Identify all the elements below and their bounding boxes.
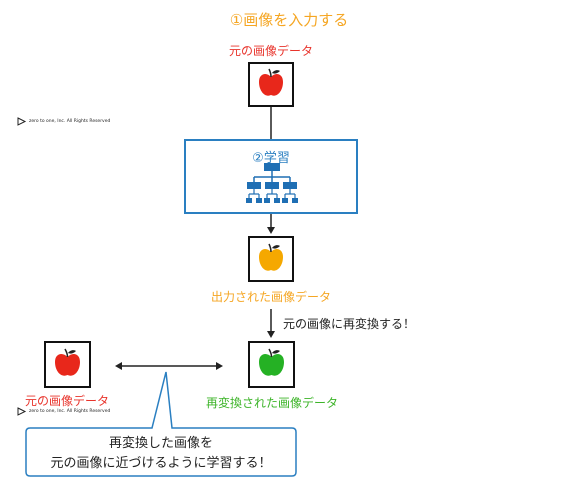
output-image-label: 出力された画像データ: [210, 290, 331, 304]
play-logo-icon: [17, 116, 27, 126]
red-apple-icon: [259, 68, 283, 96]
step1-title: ①画像を入力する: [229, 11, 349, 29]
original-image-frame-top: [248, 62, 294, 107]
original-image-label-top: 元の画像データ: [228, 44, 313, 58]
green-apple-icon: [259, 348, 284, 376]
reconverted-image-frame: [248, 341, 295, 388]
original-image-frame-bottom: [44, 341, 91, 388]
play-logo-icon-bottom: [17, 406, 27, 416]
callout-line-1: 再変換した画像を: [108, 436, 213, 451]
copyright-mark-top: zero to one, Inc. All Rights Reserved: [17, 116, 110, 126]
neural-network-icon: [246, 163, 298, 203]
step2-title: ②学習: [252, 151, 290, 166]
output-image-frame: [248, 236, 294, 282]
red-apple-icon-bottom: [55, 348, 80, 376]
orange-apple-icon: [259, 243, 283, 271]
reconverted-image-label: 再変換された画像データ: [205, 396, 338, 410]
learning-box: ②学習: [184, 139, 358, 214]
copyright-mark-bottom: zero to one, Inc. All Rights Reserved: [17, 406, 110, 416]
reconvert-note: 元の画像に再変換する！: [283, 317, 416, 331]
callout-line-2: 元の画像に近づけるように学習する！: [50, 456, 272, 471]
original-image-label-bottom: 元の画像データ: [24, 394, 109, 408]
